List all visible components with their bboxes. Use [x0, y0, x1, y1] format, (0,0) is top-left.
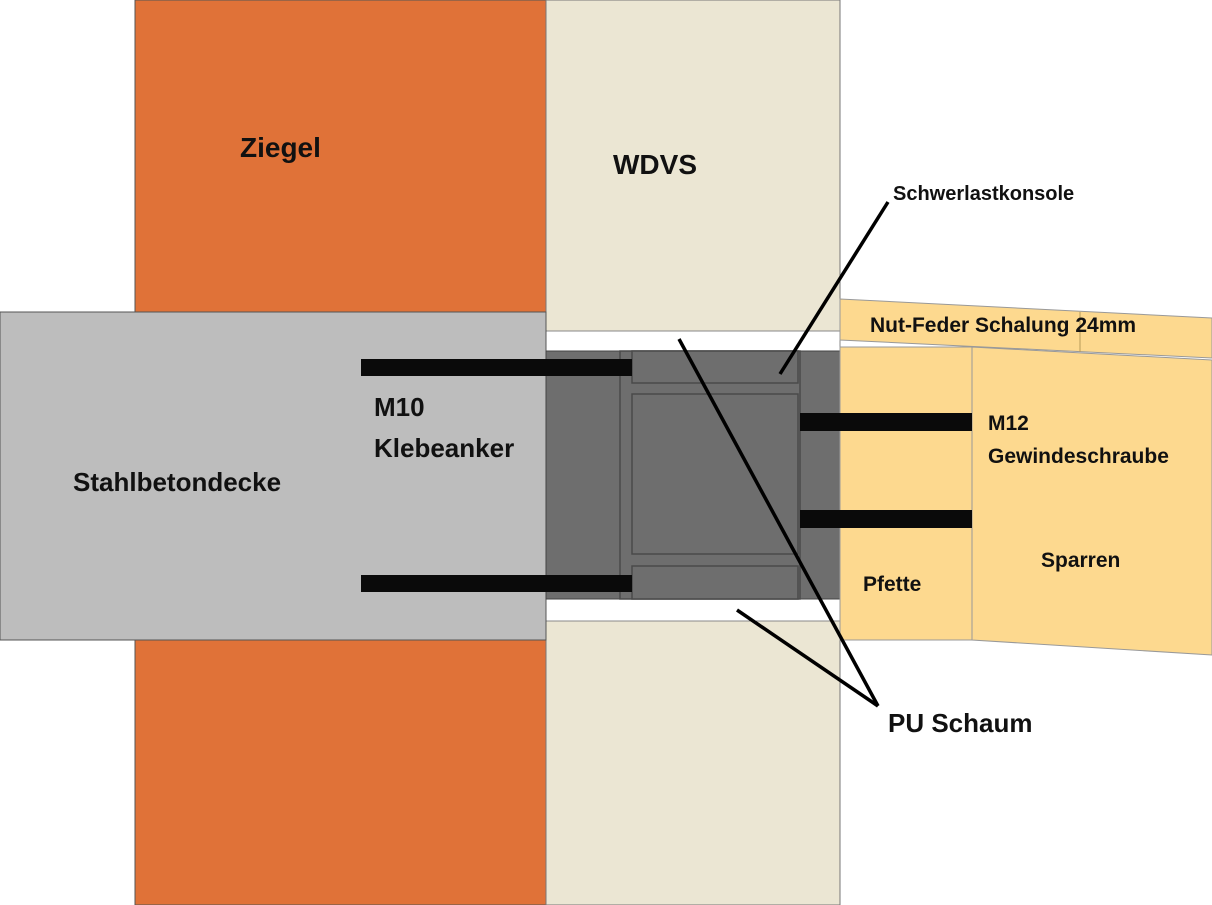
- label-schwerlastkonsole: Schwerlastkonsole: [893, 183, 1074, 205]
- pu-schaum-leader-line-lower: [736, 608, 879, 708]
- m12-screw-lower: [800, 510, 972, 528]
- m10-anchor-lower: [361, 575, 632, 592]
- label-wdvs: WDVS: [613, 149, 697, 180]
- sparren-beam: [971, 346, 1212, 656]
- label-stahlbetondecke: Stahlbetondecke: [73, 467, 281, 497]
- ziegel-wall-lower: [134, 639, 547, 905]
- schwerlastkonsole-bracket: [545, 350, 841, 600]
- pu-schaum-gap-lower: [545, 598, 841, 622]
- label-nut-feder-schalung: Nut-Feder Schalung 24mm: [870, 314, 1136, 337]
- wdvs-layer-upper: [545, 0, 841, 332]
- schwerlastkonsole-leader-line: [778, 201, 890, 375]
- label-m12: M12: [988, 412, 1029, 435]
- label-pfette: Pfette: [863, 573, 921, 596]
- pfette-beam: [839, 346, 973, 641]
- m10-anchor-upper: [361, 359, 632, 376]
- m12-screw-upper: [800, 413, 972, 431]
- pu-schaum-leader-line-upper: [677, 338, 880, 707]
- label-ziegel: Ziegel: [240, 132, 321, 163]
- label-pu-schaum: PU Schaum: [888, 708, 1033, 738]
- label-klebeanker: Klebeanker: [374, 433, 514, 463]
- label-m10: M10: [374, 392, 425, 422]
- wdvs-layer-lower: [545, 620, 841, 905]
- label-gewindeschraube: Gewindeschraube: [988, 445, 1169, 468]
- nut-feder-schalung: [839, 298, 1212, 359]
- label-sparren: Sparren: [1041, 549, 1120, 572]
- ziegel-wall-upper: [134, 0, 547, 313]
